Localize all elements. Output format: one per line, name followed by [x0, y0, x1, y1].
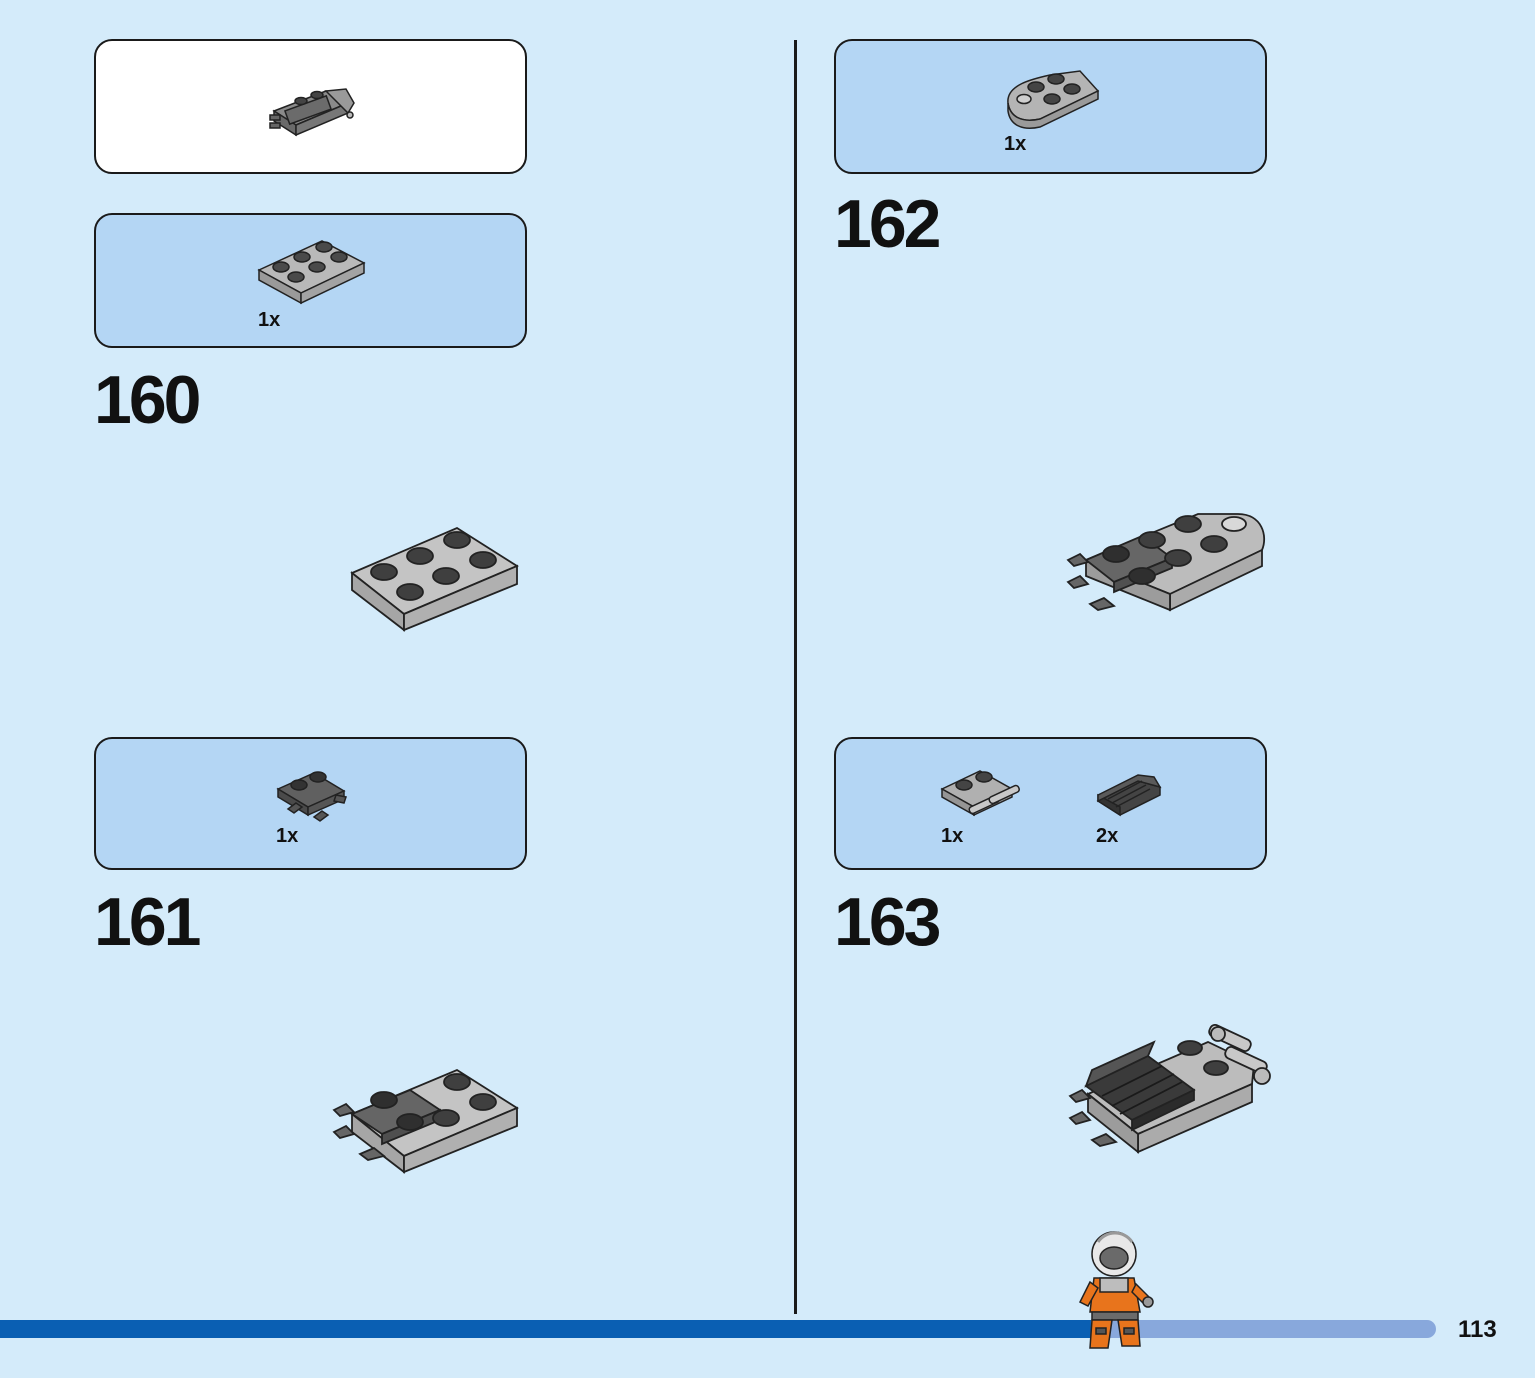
step-161-model	[332, 1068, 519, 1174]
part-quantity: 1x	[941, 825, 964, 847]
parts-callout-163: 1x 2x	[834, 737, 1267, 870]
page-number: 113	[1458, 1316, 1497, 1343]
plate-with-clips-icon	[276, 771, 347, 822]
part-quantity: 1x	[1004, 133, 1027, 155]
part-quantity: 2x	[1096, 825, 1119, 847]
step-163-model	[1068, 1024, 1271, 1154]
step-number-162: 162	[834, 186, 941, 262]
plate-2x3-icon	[257, 240, 366, 305]
subassembly-callout	[94, 39, 527, 174]
step-number-160: 160	[94, 362, 201, 438]
step-162-model	[1066, 513, 1266, 612]
step-160-model	[350, 526, 519, 632]
parts-callout-162: 1x	[834, 39, 1267, 174]
parts-callout-161: 1x	[94, 737, 527, 870]
progress-bar-fill	[0, 1320, 1092, 1338]
column-divider	[794, 40, 797, 1314]
previous-assembly-icon	[269, 88, 355, 137]
astronaut-minifigure-icon	[1078, 1231, 1154, 1349]
part-quantity: 1x	[276, 825, 299, 847]
step-number-163: 163	[834, 884, 941, 960]
slope-grille-icon	[1096, 774, 1162, 817]
parts-callout-160: 1x	[94, 213, 527, 348]
step-number-161: 161	[94, 884, 201, 960]
round-plate-icon	[1007, 70, 1100, 129]
part-quantity: 1x	[258, 309, 281, 331]
progress-bar	[0, 1320, 1436, 1338]
plate-with-bars-icon	[940, 770, 1020, 817]
